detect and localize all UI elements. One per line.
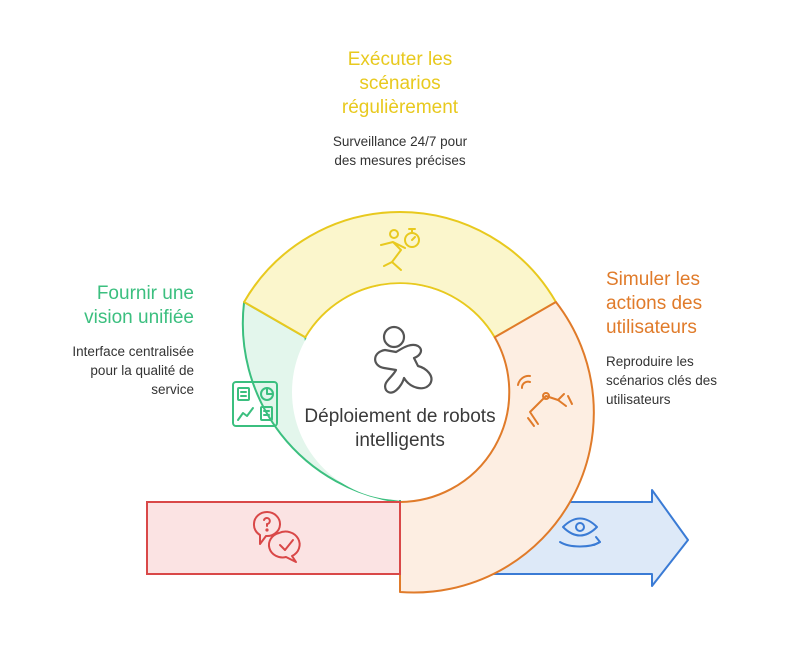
execute-title: Exécuter les scénarios régulièrement — [341, 49, 459, 118]
dashboard-icon — [232, 381, 278, 427]
feedback-box — [146, 501, 401, 575]
robotic-arm-icon — [517, 374, 573, 427]
simulate-title: Simuler les actions des utilisateurs — [606, 269, 703, 338]
chat-check-icon — [252, 511, 301, 563]
center-title: Déploiement de robots intelligents — [304, 406, 496, 451]
unify-title: Fournir une vision unifiée — [84, 283, 194, 328]
person-icon — [374, 325, 433, 394]
simulate-segment — [399, 301, 595, 594]
eye-rotate-icon — [559, 517, 601, 548]
center-circle — [292, 284, 508, 500]
execute-description: Surveillance 24/7 pour des mesures préci… — [332, 134, 468, 168]
runner-stopwatch-icon — [380, 228, 420, 271]
simulate-description: Reproduire les scénarios clés des utilis… — [606, 354, 718, 407]
unify-description: Interface centralisée pour la qualité de… — [72, 344, 194, 397]
execute-segment — [243, 210, 557, 339]
